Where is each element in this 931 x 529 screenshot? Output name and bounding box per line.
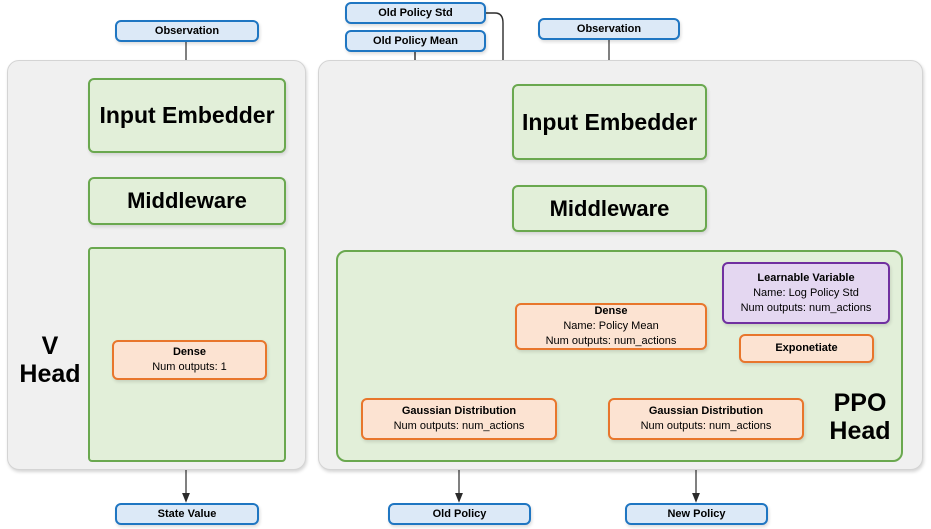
ppo-gaussian-old-num-outputs: Num outputs: num_actions [393,420,525,432]
ppo-exponetiate-title: Exponetiate [775,342,838,354]
v-head-middleware-block[interactable]: Middleware [88,177,286,225]
ppo-gaussian-distribution-new-node[interactable]: Gaussian Distribution Num outputs: num_a… [608,398,804,440]
ppo-learnable-variable-node[interactable]: Learnable Variable Name: Log Policy Std … [722,262,890,324]
ppo-head-title-line1: PPO [833,389,887,417]
v-head-state-value-label: State Value [157,508,217,520]
v-head-middleware-label: Middleware [127,188,247,213]
ppo-dense-policy-mean-node[interactable]: Dense Name: Policy Mean Num outputs: num… [515,303,707,350]
ppo-input-embedder-label: Input Embedder [521,108,698,135]
ppo-dense-num-outputs: Num outputs: num_actions [545,335,677,347]
v-head-observation-input[interactable]: Observation [115,20,259,42]
ppo-middleware-label: Middleware [549,195,670,221]
ppo-new-policy-output[interactable]: New Policy [625,503,768,525]
ppo-input-embedder-block[interactable]: Input Embedder [512,84,707,160]
v-head-input-embedder-block[interactable]: Input Embedder [88,78,286,153]
ppo-old-policy-std-input[interactable]: Old Policy Std [345,2,486,24]
ppo-old-policy-output-label: Old Policy [432,508,487,520]
ppo-learnable-variable-name: Name: Log Policy Std [753,286,859,299]
ppo-old-policy-mean-label: Old Policy Mean [373,35,458,47]
ppo-middleware-block[interactable]: Middleware [512,185,707,232]
ppo-gaussian-new-title: Gaussian Distribution [648,405,764,417]
ppo-old-policy-mean-input[interactable]: Old Policy Mean [345,30,486,52]
ppo-exponetiate-node[interactable]: Exponetiate [739,334,874,363]
v-head-observation-label: Observation [154,25,220,37]
ppo-observation-input[interactable]: Observation [538,18,680,40]
ppo-gaussian-old-title: Gaussian Distribution [401,405,517,417]
ppo-head-title-line2: Head [829,417,891,445]
v-head-input-embedder-label: Input Embedder [99,102,275,128]
ppo-observation-label: Observation [576,23,642,35]
ppo-head-title-label: PPO Head [820,386,900,448]
v-head-state-value-output[interactable]: State Value [115,503,259,525]
ppo-old-policy-output[interactable]: Old Policy [388,503,531,525]
ppo-gaussian-new-num-outputs: Num outputs: num_actions [640,420,772,432]
ppo-dense-title: Dense [594,305,628,317]
ppo-old-policy-std-label: Old Policy Std [378,7,453,19]
ppo-learnable-variable-num-outputs: Num outputs: num_actions [740,301,872,314]
v-head-title-line1: V [41,332,59,360]
ppo-dense-name: Name: Policy Mean [563,320,659,332]
ppo-new-policy-output-label: New Policy [667,508,726,520]
ppo-learnable-variable-title: Learnable Variable [757,271,855,284]
v-head-dense-node[interactable]: Dense Num outputs: 1 [112,340,267,380]
v-head-title-line2: Head [19,360,81,388]
v-head-dense-title: Dense [172,346,207,358]
v-head-title-label: V Head [14,330,86,390]
v-head-dense-num-outputs: Num outputs: 1 [152,361,227,373]
ppo-gaussian-distribution-old-node[interactable]: Gaussian Distribution Num outputs: num_a… [361,398,557,440]
